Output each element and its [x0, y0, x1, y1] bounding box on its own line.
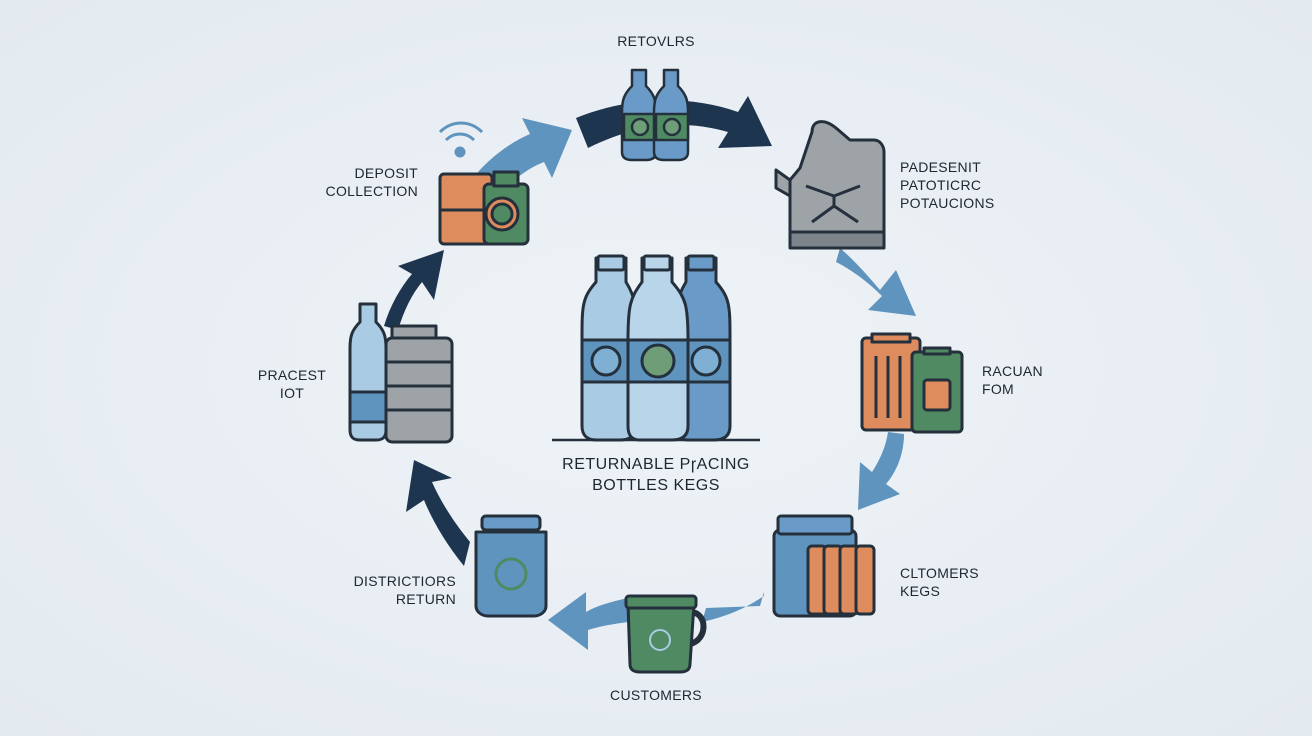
stage-label-top: RETOVLRS — [617, 33, 695, 49]
stage-label-upper-left: DEPOSIT COLLECTION — [325, 165, 418, 199]
stage-label-left: PRACEST IOT — [257, 367, 327, 401]
arrow-right — [858, 432, 904, 510]
stage-label-right: RACUAN FOM — [982, 363, 1043, 397]
deposit-bins-icon — [438, 121, 530, 246]
center-title: RETURNABLE PɼACING BOTTLES KEGS — [562, 456, 750, 494]
bottle-keg-icon — [348, 302, 454, 444]
recycle-jar-icon — [474, 514, 548, 618]
stage-label-bottom: CUSTOMERS — [610, 687, 702, 703]
mug-icon — [624, 594, 707, 674]
stage-label-upper-right: PADESENIT PATOTICRC POTAUCIONS — [900, 159, 995, 211]
arrow-left — [384, 250, 444, 330]
stage-label-lower-right: CLTOMERS KEGS — [900, 565, 979, 599]
arrow-bottom-left — [548, 592, 628, 650]
stage-label-lower-left: DISTRICTIORS RETURN — [353, 573, 456, 607]
arrow-upper-right — [836, 248, 916, 316]
keg-stack-icon — [772, 514, 876, 618]
jerrycan-icon — [774, 120, 886, 250]
returnable-bottles-icon — [552, 254, 760, 442]
arrow-lower-left — [406, 460, 470, 566]
arrow-bottom-right — [702, 592, 764, 622]
two-bottles-icon — [620, 68, 690, 162]
kegs-icon — [860, 332, 964, 434]
